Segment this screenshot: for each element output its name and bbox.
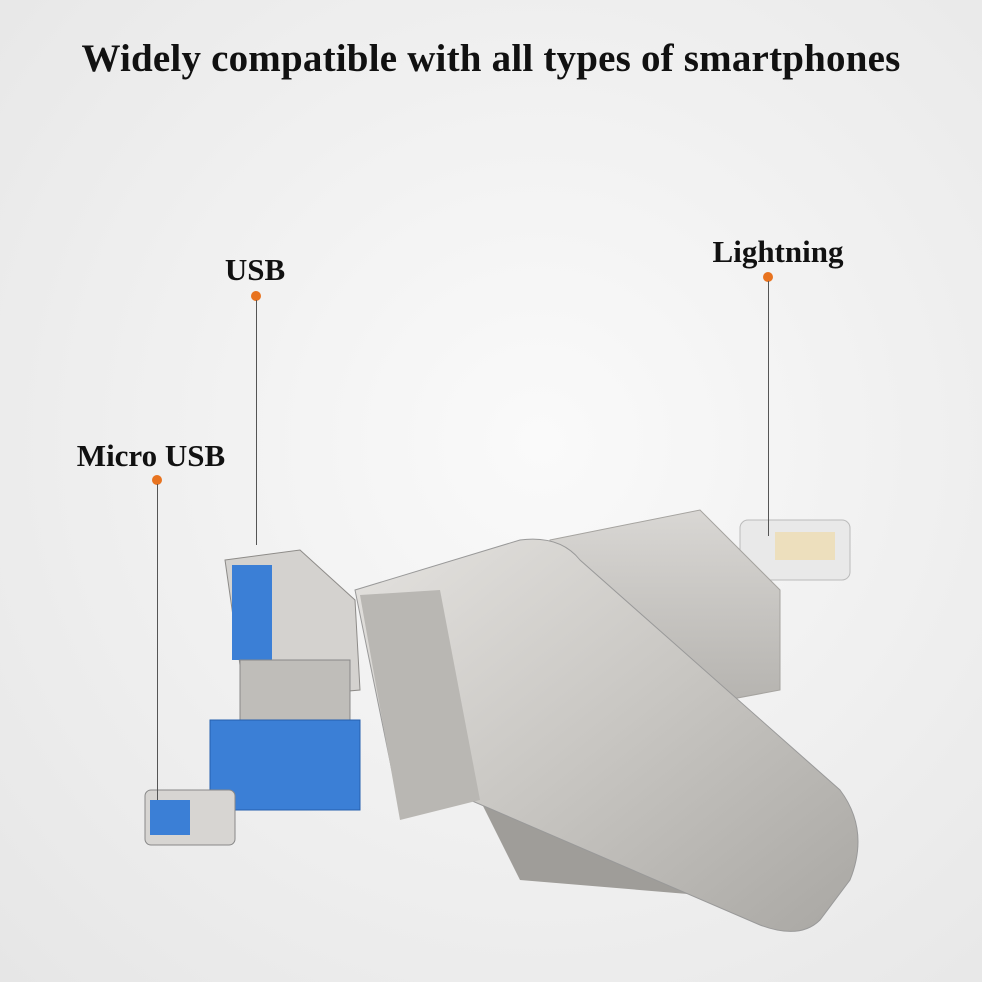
usb-a-connector	[224, 549, 361, 731]
lightning-callout-line	[768, 281, 769, 536]
micro-usb-callout-dot	[152, 475, 162, 485]
micro-usb-callout-line	[157, 484, 158, 800]
usb-callout-dot	[251, 291, 261, 301]
usb-callout-line	[256, 300, 257, 545]
usb-label: USB	[224, 252, 286, 287]
lightning-label: Lightning	[712, 234, 844, 269]
lightning-connector	[739, 519, 851, 581]
micro-usb-label: Micro USB	[76, 438, 226, 473]
micro-usb-connector	[144, 719, 361, 846]
headline: Widely compatible with all types of smar…	[81, 37, 901, 80]
lightning-callout-dot	[763, 272, 773, 282]
